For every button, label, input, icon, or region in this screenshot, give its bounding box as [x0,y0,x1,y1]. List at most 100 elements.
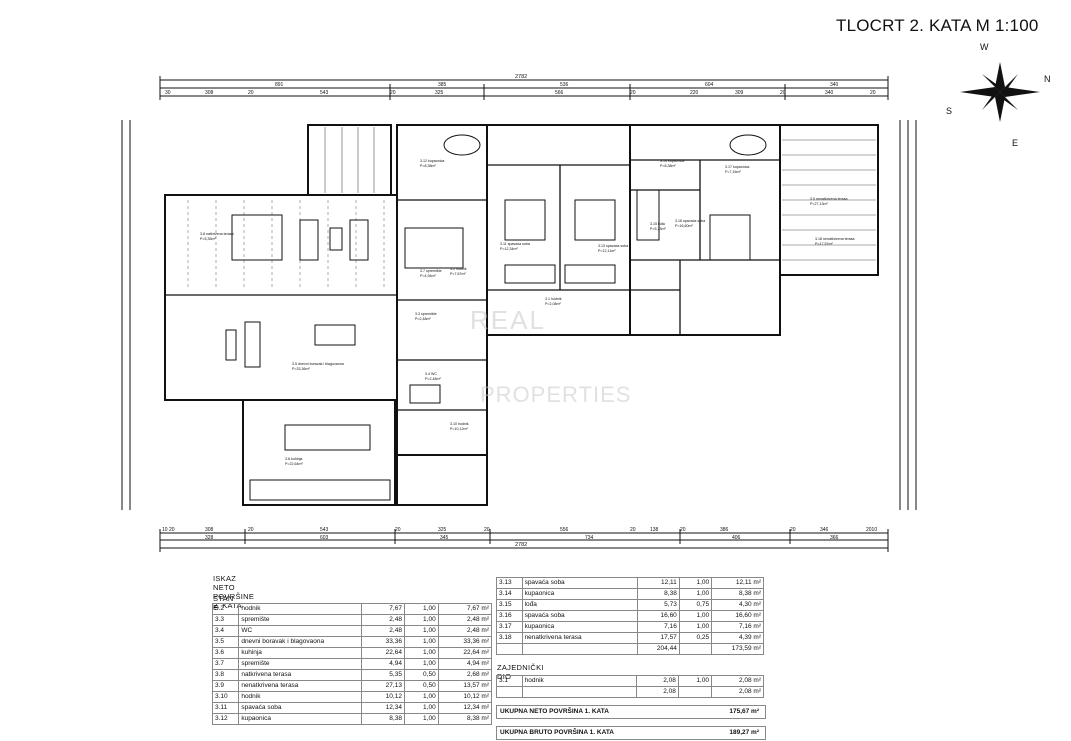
room-area: P=2,08m² [545,302,561,306]
dimension-label: 308 [205,527,214,533]
room-label: 3.13 spavaća soba [598,244,628,248]
table-cell: 7,67 m² [437,603,493,615]
dimension-label: 20 [630,527,636,533]
room-area: P=16,60m² [675,224,693,228]
watermark-line2: PROPERTIES [480,382,632,407]
table-cell: 1,00 [403,713,439,725]
table-cell: 8,38 [360,713,405,725]
table-cell: 2,48 m² [437,614,493,626]
table-cell: 4,30 m² [711,599,764,611]
dimension-label: 30 [165,90,171,96]
room-area: P=12,34m² [500,247,518,251]
table-row: 204,44 173,59 m² [496,643,764,655]
table-cell: 173,59 m² [711,643,764,655]
table-cell: 204,44 [636,643,680,655]
room-label: 3.9 nenatkrivena terasa [810,197,848,201]
dimension-label: 20 [780,90,786,96]
table-cell: 8,38 [636,588,680,600]
table-cell: spremište [238,614,362,626]
dimension-label: 734 [585,535,594,541]
table-cell: 33,36 m² [437,636,493,648]
table-cell: 2,48 [360,625,405,637]
table-cell: 1,00 [403,691,439,703]
drawing-title: TLOCRT 2. KATA M 1:100 [836,16,1039,35]
table-cell: 3.7 [211,658,240,670]
compass-n: N [1044,74,1051,84]
dimension-label: 20 [248,527,254,533]
table-cell: 3.11 [211,702,240,714]
room-area: P=2,48m² [415,317,431,321]
table-cell: 22,64 m² [437,647,493,659]
compass-e: E [1012,138,1018,148]
room-label: 3.5 dnevni boravak i blagovaona [292,362,344,366]
room-area: P=4,94m² [420,274,436,278]
room-area: P=8,38m² [420,164,436,168]
table-cell: 7,16 [636,621,680,633]
dimension-label: 543 [320,90,329,96]
table-cell: 0,75 [678,599,713,611]
table-cell: 1,00 [678,588,713,600]
dimension-label: 20 [680,527,686,533]
table-cell: 8,38 m² [711,588,764,600]
table-cell: 3.2 [211,603,240,615]
room-area: P=17,57m² [815,242,833,246]
dimension-label: 20 [390,90,396,96]
table-cell: 0,50 [403,680,439,692]
table-cell [521,686,637,698]
table-cell: 3.15 [496,599,523,611]
room-label: 3.8 natkrivena terasa [200,232,234,236]
room-label: 3.3 spremište [415,312,437,316]
table-cell: hodnik [521,675,637,687]
table-cell: 3.1 [496,675,523,687]
table-cell [677,686,712,698]
table-cell: spremište [238,658,362,670]
dimension-label: 20 [484,527,490,533]
table-cell: 2,08 [635,686,679,698]
dimension-label: 328 [205,535,214,541]
compass-rose [960,62,1040,122]
dimension-label: 325 [438,527,447,533]
table-cell: 10,12 [360,691,405,703]
table-cell: 12,11 [636,577,680,589]
room-area: P=7,67m² [450,272,466,276]
dimension-label: 308 [205,90,214,96]
dimension-label: 309 [735,90,744,96]
table-cell: 8,38 m² [437,713,493,725]
room-label: 3.2 hodnik [450,267,467,271]
room-area: P=10,12m² [450,427,468,431]
table-cell: 0,50 [403,669,439,681]
table-cell: 17,57 [636,632,680,644]
watermark-line1: REAL [470,305,546,335]
table-cell: 3.5 [211,636,240,648]
dimension-label: 543 [320,527,329,533]
table-cell: 10,12 m² [437,691,493,703]
dimension-label: 20 [630,90,636,96]
room-area: P=33,36m² [292,367,310,371]
room-area: P=8,38m² [660,164,676,168]
dimension-label: 366 [830,535,839,541]
total-net-label: UKUPNA NETO POVRŠINA 1. KATA [500,708,609,715]
table-cell: 3.18 [496,632,523,644]
room-label: 3.18 nenatkrivena terasa [815,237,855,241]
table-cell: 1,00 [403,647,439,659]
table-cell: hodnik [238,691,362,703]
room-label: 3.11 spavaća soba [500,242,530,246]
table-cell: 5,73 [636,599,680,611]
table-cell: 1,00 [403,702,439,714]
table-cell [496,686,523,698]
total-gross-value: 189,27 m² [729,729,759,736]
dimension-label: 891 [275,82,284,88]
table-cell: 2,68 m² [437,669,493,681]
